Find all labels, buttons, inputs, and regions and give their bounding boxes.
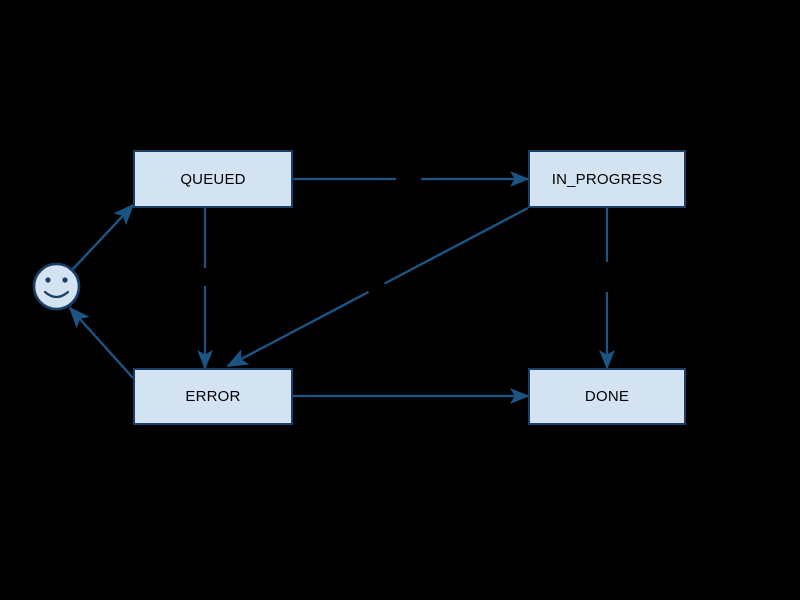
state-node-in-progress[interactable]: IN_PROGRESS xyxy=(528,150,686,208)
start-node-smiley[interactable] xyxy=(32,262,81,311)
state-node-error-label: ERROR xyxy=(185,388,241,405)
state-node-in-progress-label: IN_PROGRESS xyxy=(551,170,663,188)
smiley-face-circle xyxy=(32,262,81,311)
smiley-left-eye-icon xyxy=(45,277,51,283)
edge-error-to-start xyxy=(68,306,134,379)
edge-label-in-progress-to-done: finish xyxy=(602,262,615,292)
edge-label-queued-to-in-progress: start xyxy=(396,172,422,185)
state-node-done-label: DONE xyxy=(584,388,630,405)
state-node-done[interactable]: DONE xyxy=(528,368,686,425)
smiley-mouth-icon xyxy=(43,290,70,299)
state-node-error[interactable]: ERROR xyxy=(133,368,293,425)
edge-start-to-queued xyxy=(71,203,135,271)
state-node-queued-label: QUEUED xyxy=(180,170,246,188)
smiley-right-eye-icon xyxy=(62,277,68,283)
edge-label-queued-to-error: fail xyxy=(200,268,213,287)
state-node-queued[interactable]: QUEUED xyxy=(133,150,293,208)
